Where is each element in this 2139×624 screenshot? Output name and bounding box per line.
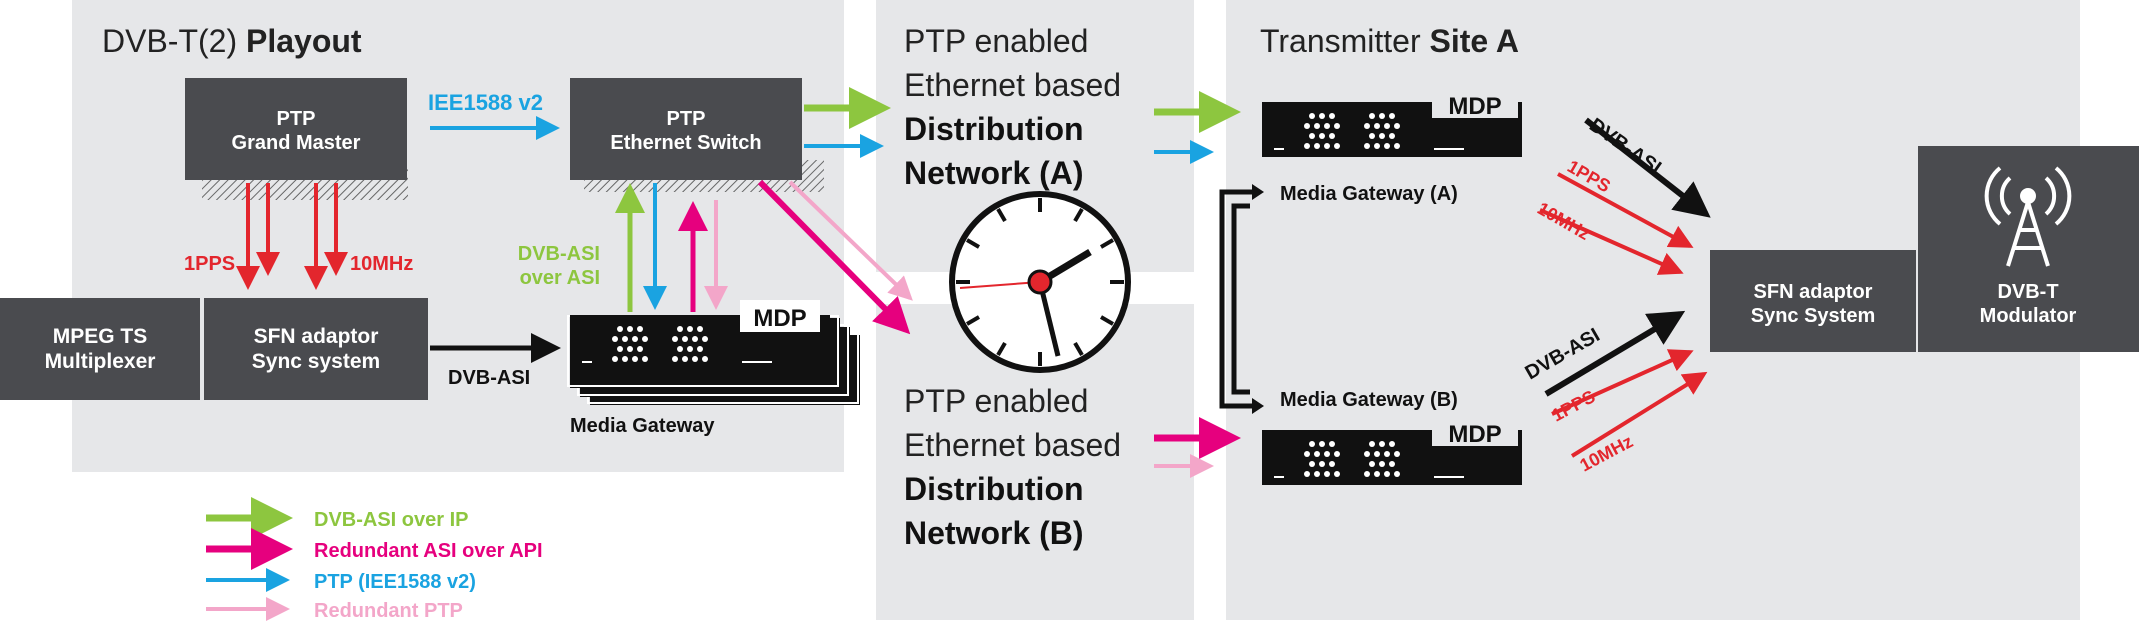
network-a-line4: Network (A) bbox=[904, 155, 1084, 191]
ptp-grandmaster-box bbox=[185, 78, 407, 180]
dvbasi-ip-label-1: DVB-ASI bbox=[518, 243, 600, 265]
sfn-adaptor-label-1: SFN adaptor bbox=[254, 325, 379, 348]
ptp-grandmaster-label-2: Grand Master bbox=[232, 132, 361, 154]
gateway-a-device bbox=[1262, 88, 1522, 157]
antenna-icon bbox=[1984, 166, 2072, 267]
network-b-line2: Ethernet based bbox=[904, 427, 1121, 463]
mpeg-mux-label-2: Multiplexer bbox=[45, 350, 156, 373]
site-sfn-label-2: Sync System bbox=[1751, 305, 1876, 327]
mhz-label: 10MHz bbox=[350, 253, 413, 275]
site-b-signals bbox=[1544, 310, 1708, 458]
legend-label-blue: PTP (IEE1588 v2) bbox=[314, 571, 476, 593]
site-sfn-box bbox=[1710, 250, 1916, 352]
site-title: Transmitter Site A bbox=[1260, 23, 1519, 59]
ieee-label: IEE1588 v2 bbox=[428, 90, 543, 115]
dvbasi-ip-label-2: over ASI bbox=[520, 267, 600, 289]
legend-label-magenta: Redundant ASI over API bbox=[314, 540, 543, 562]
switch-magenta-out bbox=[757, 179, 911, 335]
bracket-arrow-top bbox=[1252, 184, 1264, 200]
ptp-switch-label-1: PTP bbox=[667, 108, 706, 130]
network-a-line2: Ethernet based bbox=[904, 67, 1121, 103]
sfn-adaptor-label-2: Sync system bbox=[252, 350, 380, 373]
media-gateway-label: Media Gateway bbox=[570, 415, 715, 437]
gateway-a-mdp: MDP bbox=[1448, 93, 1501, 120]
mpeg-mux-label-1: MPEG TS bbox=[53, 325, 148, 348]
legend-label-green: DVB-ASI over IP bbox=[314, 509, 468, 531]
legend: DVB-ASI over IP Redundant ASI over API P… bbox=[206, 497, 543, 622]
network-b-line1: PTP enabled bbox=[904, 383, 1088, 419]
network-b-line3: Distribution bbox=[904, 471, 1084, 507]
gateway-b-label: Media Gateway (B) bbox=[1280, 389, 1458, 411]
site-a-signals bbox=[1539, 117, 1711, 275]
gateway-b-mdp: MDP bbox=[1448, 421, 1501, 448]
gateway-b-device bbox=[1262, 416, 1522, 485]
switch-pink-out bbox=[788, 180, 913, 301]
modulator-label-2: Modulator bbox=[1980, 305, 2077, 327]
modulator-label-1: DVB-T bbox=[1997, 281, 2058, 303]
ptp-grandmaster-label-1: PTP bbox=[277, 108, 316, 130]
pps-label: 1PPS bbox=[184, 253, 235, 275]
clock-icon bbox=[949, 191, 1131, 373]
mdp-label: MDP bbox=[753, 305, 806, 332]
gateway-redundancy-bracket bbox=[1219, 189, 1252, 409]
dvbasi-label: DVB-ASI bbox=[448, 367, 530, 389]
media-gateway-stack bbox=[567, 300, 860, 405]
legend-label-pink: Redundant PTP bbox=[314, 600, 463, 622]
site-sfn-label-1: SFN adaptor bbox=[1754, 281, 1873, 303]
network-b-line4: Network (B) bbox=[904, 515, 1084, 551]
ptp-switch-label-2: Ethernet Switch bbox=[610, 132, 761, 154]
playout-title: DVB-T(2) Playout bbox=[102, 23, 362, 59]
bracket-arrow-bottom bbox=[1252, 398, 1264, 414]
mpeg-mux-box bbox=[0, 298, 200, 400]
ptp-switch-box bbox=[570, 78, 802, 180]
network-a-line1: PTP enabled bbox=[904, 23, 1088, 59]
gateway-a-label: Media Gateway (A) bbox=[1280, 183, 1458, 205]
sfn-adaptor-box bbox=[204, 298, 428, 400]
network-a-line3: Distribution bbox=[904, 111, 1084, 147]
